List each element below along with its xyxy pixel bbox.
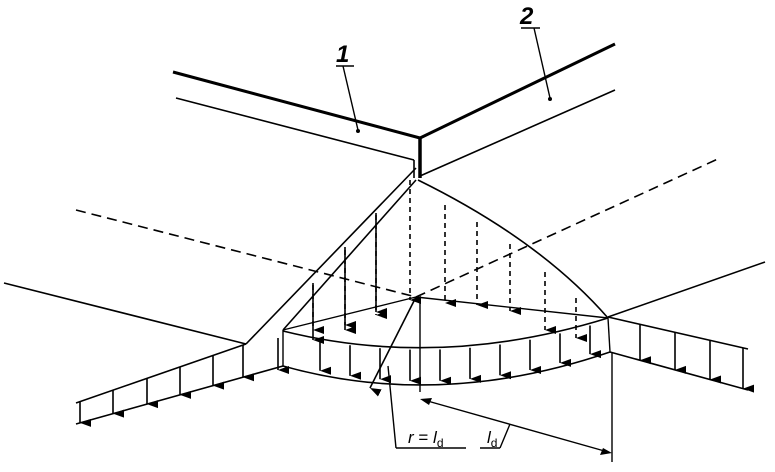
arc-lower	[282, 351, 611, 386]
label-distance-l: l	[487, 428, 492, 447]
label-part-2: 2	[519, 3, 534, 30]
arc-right-edge	[607, 317, 611, 353]
radius-arrow	[369, 296, 417, 397]
arc-upper	[282, 317, 609, 349]
leader-2-dot	[548, 97, 552, 101]
ground-lines	[3, 261, 766, 425]
ground-line-left	[3, 282, 247, 345]
label-part-1: 1	[336, 41, 349, 68]
label-radius-eq: =	[414, 428, 433, 447]
dim-arrow-left	[420, 398, 432, 405]
wall-line-right	[419, 89, 616, 177]
radius-dimension	[369, 296, 613, 462]
dashed-axis-right	[415, 157, 721, 298]
cone-left-edge	[245, 167, 417, 345]
label-radius-r: r	[408, 428, 415, 447]
snow-edge-right-upper	[607, 316, 749, 350]
label-radius: r = ld	[408, 428, 444, 450]
snow-edge-right	[609, 351, 749, 391]
snow-edge-left-upper	[75, 343, 247, 404]
dashed-load-arrows	[312, 180, 587, 342]
cone-right-curve	[417, 179, 609, 319]
leader-lines	[336, 27, 552, 449]
label-radius-l: l	[433, 428, 438, 447]
leader-radius	[387, 365, 397, 449]
solid-load-arrows	[79, 213, 754, 427]
ground-line-right	[607, 261, 766, 318]
roof-ridge-left	[172, 70, 421, 140]
leader-2	[533, 27, 551, 99]
cone-inner-left	[282, 179, 417, 331]
label-distance-sub: d	[491, 436, 498, 450]
label-distance: ld	[487, 428, 497, 450]
leader-1-dot	[356, 129, 360, 133]
leader-distance	[499, 423, 511, 449]
dashed-projection-lines	[75, 157, 721, 298]
wall-line-left	[175, 97, 415, 161]
roof-outline	[172, 42, 616, 178]
label-radius-sub: d	[437, 436, 444, 450]
leader-1	[342, 65, 359, 131]
cone-base-left	[282, 296, 417, 331]
dim-arrow-right	[600, 448, 612, 455]
cone-base-right	[415, 296, 609, 319]
drift-cone	[245, 167, 611, 386]
dashed-axis-left	[75, 209, 417, 298]
roof-ridge-right	[419, 42, 616, 140]
dim-line	[423, 399, 609, 453]
